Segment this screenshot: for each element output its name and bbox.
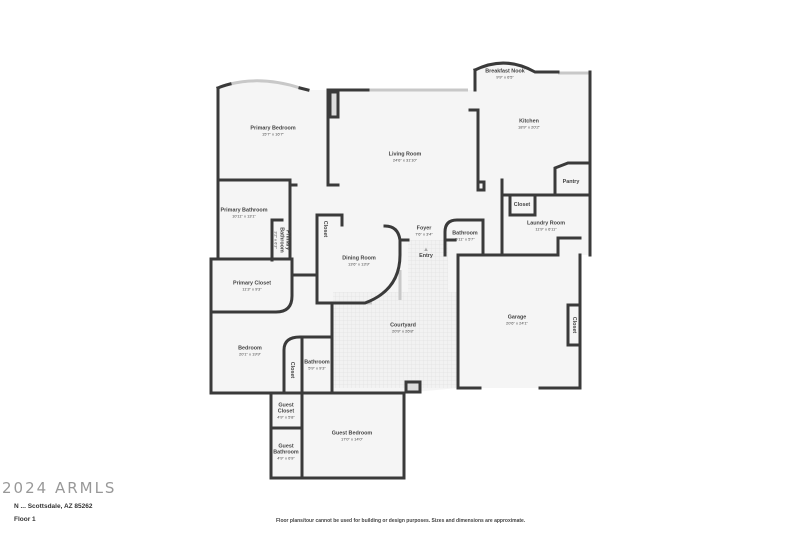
room-entry: ▲Entry xyxy=(419,247,433,259)
room-name: Primary Bedroom xyxy=(250,125,296,132)
courtyard-paving xyxy=(333,292,458,388)
address: N ... Scottsdale, AZ 85262 xyxy=(14,503,93,510)
room-name: Pantry xyxy=(562,179,580,185)
room-name: Guest Bathroom xyxy=(273,443,299,456)
room-closet-laundry: Closet xyxy=(514,202,530,208)
room-dimensions: 13'6" x 13'9" xyxy=(348,261,370,267)
room-dimensions: 5'9" x 9'3" xyxy=(308,365,326,371)
room-dimensions: 7'6" x 3'4" xyxy=(415,231,433,237)
room-name: Bathroom xyxy=(452,230,478,237)
room-dimensions: 17'0" x 14'0" xyxy=(341,436,363,442)
room-name: Guest Bedroom xyxy=(331,430,373,437)
room-name: Primary Closet xyxy=(232,280,272,287)
room-name: Guest Closet xyxy=(277,402,295,415)
room-name: Kitchen xyxy=(519,118,539,125)
room-name: Breakfast Nook xyxy=(485,68,525,75)
room-dimensions: 5'11" x 5'7" xyxy=(455,236,475,242)
room-dimensions: 18'9" x 20'2" xyxy=(518,124,540,130)
watermark: 2024 ARMLS xyxy=(2,479,117,497)
room-name: Dining Room xyxy=(342,255,376,262)
entry-paving xyxy=(408,240,448,295)
room-dimensions: 11'3" x 9'3" xyxy=(242,286,262,292)
room-dimensions: 20'9" x 26'8" xyxy=(392,328,414,334)
room-name: Closet xyxy=(513,202,531,208)
room-name: Closet xyxy=(289,361,295,379)
room-name: Entry xyxy=(419,253,433,259)
room-name: Foyer xyxy=(416,225,432,232)
room-name: Bedroom xyxy=(238,345,262,352)
room-closet-bedroom: Closet xyxy=(289,362,295,378)
room-dimensions: 11'9" x 6'11" xyxy=(535,226,557,232)
room-dimensions: 4'9" x 6'9" xyxy=(277,455,295,461)
room-dimensions: 4'9" x 5'8" xyxy=(277,414,295,420)
room-closet-dining: Closet xyxy=(322,221,328,237)
room-dimensions: 20'6" x 24'1" xyxy=(506,320,528,326)
room-name: Courtyard xyxy=(390,322,416,329)
room-name: Garage xyxy=(507,314,527,321)
room-name: Closet xyxy=(571,316,577,334)
room-dimensions: 10'11" x 13'1" xyxy=(232,213,256,219)
room-name: Primary Bathroom xyxy=(220,207,268,214)
room-pantry: Pantry xyxy=(563,179,580,185)
room-dimensions: 9'9" x 6'5" xyxy=(496,74,514,80)
disclaimer: Floor plans/tour cannot be used for buil… xyxy=(276,518,526,524)
room-name: Primary Bathroom xyxy=(278,227,291,253)
room-dimensions: 20'1" x 19'9" xyxy=(239,351,261,357)
room-closet-garage: Closet xyxy=(571,317,577,333)
entry-arrow-icon: ▲ xyxy=(423,247,429,253)
room-name: Bathroom xyxy=(304,359,330,366)
walls xyxy=(209,61,592,480)
room-name: Closet xyxy=(322,220,328,238)
floor-label: Floor 1 xyxy=(14,516,36,523)
room-name: Laundry Room xyxy=(526,220,566,227)
room-name: Living Room xyxy=(388,151,422,158)
room-dimensions: 15'7" x 16'7" xyxy=(262,131,284,137)
room-dimensions: 24'6" x 31'10" xyxy=(392,157,418,163)
